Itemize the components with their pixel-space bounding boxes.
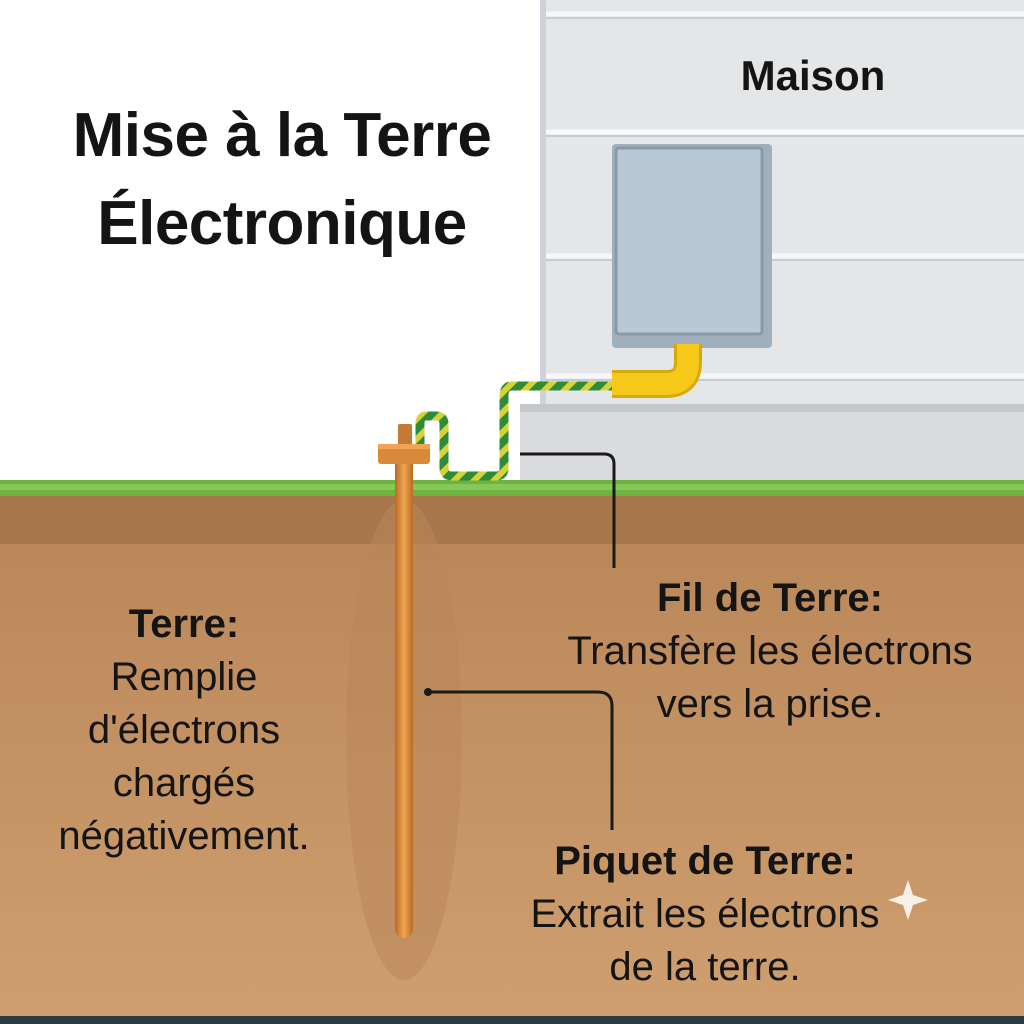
ground-rod-label-line: de la terre. (609, 945, 801, 989)
ground-wire-label: Fil de Terre: Transfère les électrons ve… (520, 572, 1020, 731)
sparkle-icon (888, 880, 928, 920)
leader-ground-rod (428, 690, 614, 830)
earth-label-line: Remplie (110, 655, 258, 699)
ground-rod-label-line: Extrait les électrons (530, 892, 880, 936)
house-label: Maison (740, 52, 886, 99)
diagram-title: Mise à la Terre Électronique (12, 92, 552, 268)
house-wall (520, 0, 1024, 482)
ground-rod-label-heading: Piquet de Terre: (554, 839, 856, 883)
ground-wire-label-line: Transfère les électrons (567, 629, 973, 673)
leader-lines (428, 452, 616, 830)
ground-rod (378, 424, 430, 938)
ground-wire-label-line: vers la prise. (656, 682, 884, 726)
leader-ground-wire (520, 452, 616, 568)
electrical-panel (612, 144, 772, 348)
title-line-2: Électronique (97, 189, 467, 258)
soil (0, 496, 1024, 1024)
earth-label-line: chargés (112, 761, 256, 805)
earth-label: Terre: Remplie d'électrons chargés négat… (4, 598, 364, 863)
ground-rod-label: Piquet de Terre: Extrait les électrons d… (470, 835, 940, 994)
ground-wire-label-heading: Fil de Terre: (657, 576, 883, 620)
earth-label-heading: Terre: (128, 602, 240, 646)
earth-label-line: négativement. (58, 814, 310, 858)
title-line-1: Mise à la Terre (72, 101, 492, 170)
foundation (520, 410, 1024, 482)
earth-label-line: d'électrons (87, 708, 281, 752)
ground-wire (415, 381, 612, 481)
